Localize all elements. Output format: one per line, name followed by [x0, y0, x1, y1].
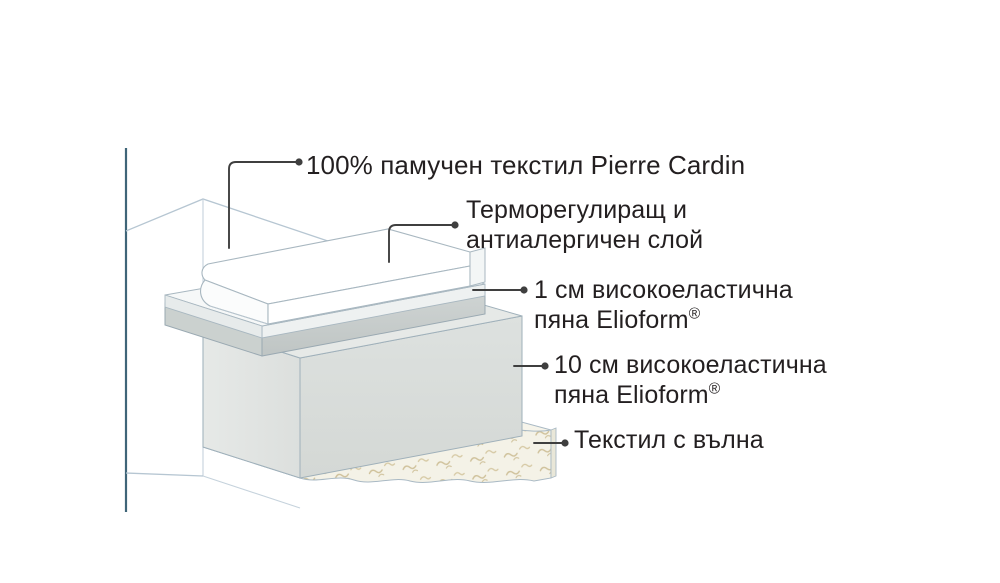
label-foam-1cm-line1: 1 см високоеластична: [534, 276, 793, 304]
leader-line-cotton-textile: [228, 161, 297, 249]
thermo-left-face: [164, 294, 263, 339]
label-foam-1cm-line2: пяна Elioform®: [534, 306, 793, 336]
leader-lines-group: [228, 158, 569, 447]
leader-dot-cotton-textile: [295, 158, 303, 166]
label-foam-1cm-brand: пяна Elioform: [534, 305, 689, 334]
leader-dot-foam-1cm: [520, 286, 528, 294]
cotton-right-end-face: [469, 247, 486, 287]
label-cotton-textile: 100% памучен текстил Pierre Cardin: [306, 150, 745, 181]
label-foam-10cm: 10 см високоеластична пяна Elioform®: [554, 351, 827, 410]
label-thermo-layer-line2: антиалергичен слой: [466, 225, 704, 254]
wool-right-end-face: [550, 427, 557, 479]
label-foam-10cm-line1: 10 см високоеластична: [554, 351, 827, 379]
layer-cotton-cover: [200, 228, 486, 325]
bed-bottom-outline: [125, 472, 204, 477]
label-foam-10cm-line2: пяна Elioform®: [554, 381, 827, 411]
leader-dot-wool-textile: [561, 439, 569, 447]
leader-dot-foam-10cm: [541, 362, 549, 370]
label-wool-textile-line1: Текстил с вълна: [574, 426, 764, 454]
leader-line-thermo-layer: [388, 224, 453, 263]
label-cotton-textile-line1: 100% памучен текстил Pierre Cardin: [306, 150, 746, 180]
bed-bottom-right-outline: [202, 475, 301, 509]
cotton-crease-line: [209, 305, 269, 325]
label-thermo-layer: Терморегулиращ и антиалергичен слой: [466, 196, 703, 255]
leader-dot-thermo-layer: [451, 221, 459, 229]
label-foam-10cm-brand: пяна Elioform: [554, 380, 709, 409]
label-wool-textile: Текстил с вълна: [574, 426, 764, 456]
registered-trademark-icon: ®: [708, 380, 721, 398]
label-foam-1cm: 1 см високоеластична пяна Elioform®: [534, 276, 793, 335]
registered-trademark-icon: ®: [688, 305, 701, 323]
label-thermo-layer-line1: Терморегулиращ и: [466, 196, 688, 224]
